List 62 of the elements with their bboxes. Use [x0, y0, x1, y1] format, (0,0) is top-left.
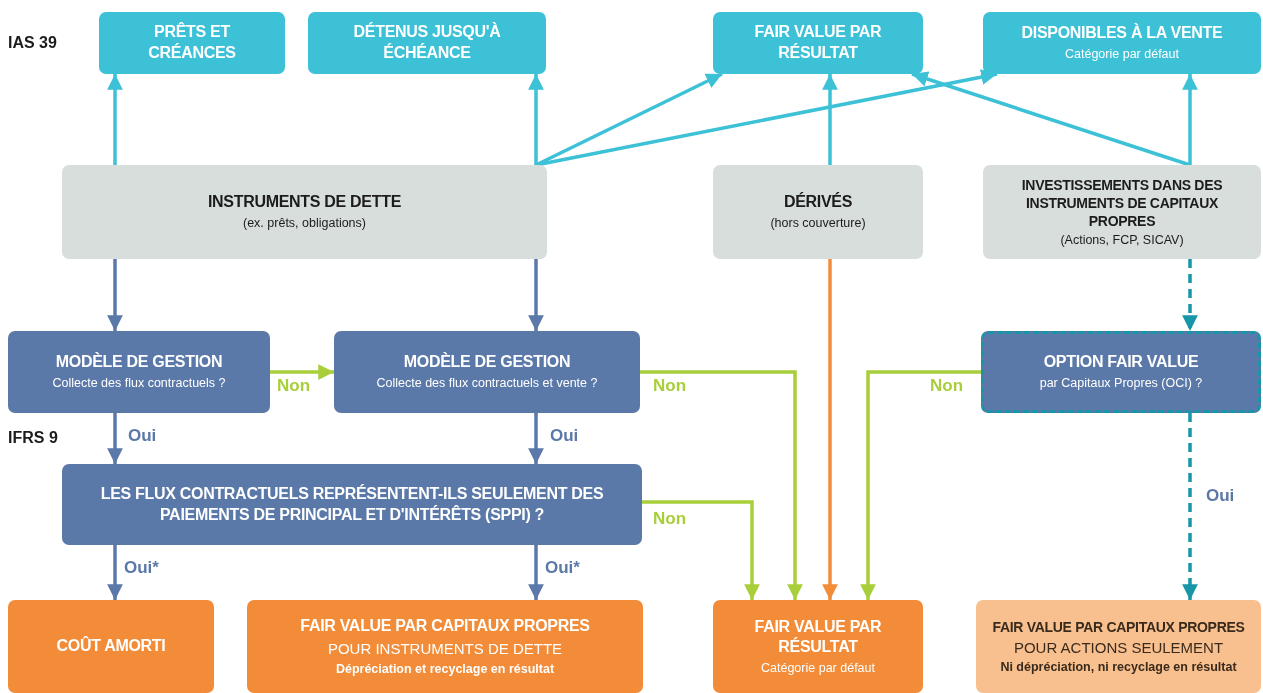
decision-box [334, 331, 640, 413]
box-subtitle: Collecte des flux contractuels ? [52, 375, 226, 392]
box-subtitle: par Capitaux Propres (OCI) ? [1039, 375, 1203, 392]
box-title: MODÈLE DE GESTION [403, 352, 571, 373]
arrow [1182, 74, 1198, 165]
box-subtitle: (hors couverture) [770, 215, 866, 232]
arrow [860, 370, 981, 600]
arrow [107, 545, 123, 600]
arrow [528, 413, 544, 464]
arrow [107, 413, 123, 464]
decision-box [62, 464, 642, 545]
box-subtitle: POUR INSTRUMENTS DE DETTE [327, 639, 563, 659]
category-box [308, 12, 546, 74]
decision-box [8, 331, 270, 413]
category-box [983, 12, 1261, 74]
arrow [528, 259, 544, 331]
arrow [642, 500, 760, 600]
arrow [528, 74, 544, 165]
result-box [8, 600, 214, 693]
box-subtitle: (ex. prêts, obligations) [243, 215, 366, 232]
result-box [713, 600, 923, 693]
instrument-box [62, 165, 547, 259]
box-title: MODÈLE DE GESTION [55, 352, 223, 373]
box-title: OPTION FAIR VALUE [1043, 352, 1199, 373]
arrow [1182, 259, 1198, 331]
box-title: FAIR VALUE PAR CAPITAUX PROPRES [300, 616, 590, 637]
box-title: DISPONIBLES À LA VENTE [1021, 23, 1223, 44]
arrow [911, 71, 1191, 167]
box-title: DÉTENUS JUSQU'À ÉCHÉANCE [352, 22, 502, 63]
box-title: DÉRIVÉS [783, 192, 853, 213]
arrow [822, 74, 838, 165]
instrument-box [983, 165, 1261, 259]
box-subtitle: POUR ACTIONS SEULEMENT [1013, 637, 1224, 658]
arrow [270, 364, 334, 380]
box-title: LES FLUX CONTRACTUELS REPRÉSENTENT-ILS SEULEMENT DES PAIEMENTS DE PRINCIPAL ET D'INTÉRÊTS (SPPI) ? [99, 483, 605, 525]
standard-label: IAS 39 [8, 34, 57, 52]
category-box [713, 12, 923, 74]
arrow [822, 259, 838, 600]
box-title: INSTRUMENTS DE DETTE [207, 192, 402, 213]
instrument-box [713, 165, 923, 259]
arrow [640, 370, 803, 600]
result-box [247, 600, 643, 693]
decision-box [981, 331, 1261, 413]
box-title: FAIR VALUE PAR RÉSULTAT [753, 22, 883, 63]
box-title: PRÊTS ET CRÉANCES [147, 22, 237, 63]
box-subtitle: Catégorie par défaut [1065, 46, 1179, 63]
box-subtitle: Catégorie par défaut [761, 660, 875, 677]
box-subtitle: (Actions, FCP, SICAV) [1060, 232, 1184, 249]
box-subtitle: Dépréciation et recyclage en résultat [335, 660, 555, 677]
result-box [976, 600, 1261, 693]
standard-label: IFRS 9 [8, 429, 58, 447]
box-title: INVESTISSEMENTS DANS DES INSTRUMENTS DE CAPITAUX PROPRES [1020, 175, 1224, 231]
box-subtitle: Ni dépréciation, ni recyclage en résultat [1000, 659, 1237, 676]
arrow [528, 545, 544, 600]
box-title: FAIR VALUE PAR CAPITAUX PROPRES [992, 617, 1245, 636]
arrow [1182, 413, 1198, 600]
arrow [107, 259, 123, 331]
box-title: COÛT AMORTI [56, 636, 166, 657]
box-subtitle: Collecte des flux contractuels et vente ? [376, 375, 598, 392]
arrow [107, 74, 123, 165]
category-box [99, 12, 285, 74]
box-title: FAIR VALUE PAR RÉSULTAT [753, 616, 883, 658]
